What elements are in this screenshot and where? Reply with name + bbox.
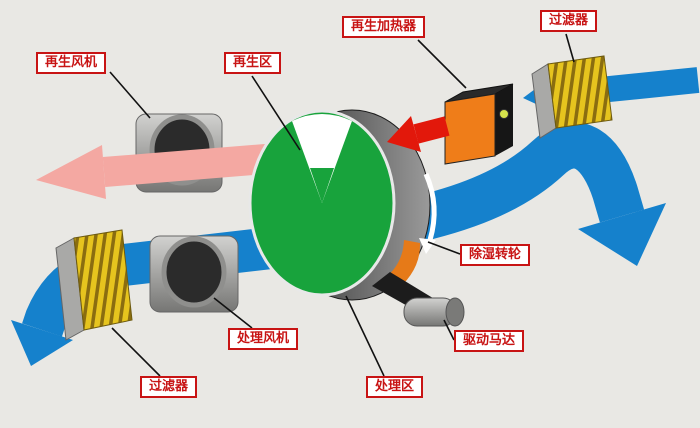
heater-indicator-light xyxy=(499,109,509,119)
hot-air-band xyxy=(413,116,450,144)
processing-fan-opening xyxy=(164,239,224,305)
hot-air-arrowhead xyxy=(387,116,421,152)
leader-regen-fan xyxy=(109,71,151,119)
outlet-arrowhead xyxy=(578,203,666,266)
leader-filter-bottom xyxy=(111,327,161,377)
leader-regen-heater xyxy=(417,39,467,89)
processing-fan-ring xyxy=(161,236,227,308)
regeneration-heater xyxy=(444,83,514,165)
drive-motor-assembly xyxy=(372,272,465,327)
filter-top-media xyxy=(547,55,613,129)
label-dehumid-wheel: 除湿转轮 xyxy=(460,244,531,267)
filter-bottom-media xyxy=(73,229,133,331)
leader-dehumid-wheel xyxy=(427,241,461,255)
filter-top-right xyxy=(531,55,613,139)
leader-lines xyxy=(109,33,575,377)
wheel-regeneration-sector xyxy=(292,114,352,203)
hot-air-arrow xyxy=(387,116,450,152)
label-filter-top: 过滤器 xyxy=(540,10,598,33)
heater-side-face xyxy=(495,84,513,156)
leader-process-zone xyxy=(345,295,385,377)
label-regen-heater: 再生加热器 xyxy=(342,16,426,39)
leader-process-fan xyxy=(213,297,253,329)
leader-filter-top xyxy=(565,33,575,63)
process-air-intake-flare xyxy=(11,320,73,366)
dehumidification-wheel xyxy=(248,109,437,301)
filter-bottom-left xyxy=(55,229,133,341)
label-regen-fan: 再生风机 xyxy=(36,52,107,75)
wheel-rotation-arrowhead xyxy=(419,238,436,254)
label-drive-motor: 驱动马达 xyxy=(454,330,525,353)
label-process-zone: 处理区 xyxy=(366,376,424,399)
heater-front-face xyxy=(444,93,496,165)
label-filter-bottom: 过滤器 xyxy=(140,376,198,399)
label-process-fan: 处理风机 xyxy=(228,328,299,351)
processing-fan xyxy=(149,235,239,313)
leader-regen-zone xyxy=(251,75,301,151)
drive-motor-endcap xyxy=(445,297,465,327)
wheel-sector-notch xyxy=(310,168,334,203)
label-regen-zone: 再生区 xyxy=(224,52,282,75)
exhaust-arrowhead xyxy=(36,145,106,199)
wheel-rotation-arrow xyxy=(423,172,437,241)
leader-drive-motor xyxy=(443,319,455,341)
